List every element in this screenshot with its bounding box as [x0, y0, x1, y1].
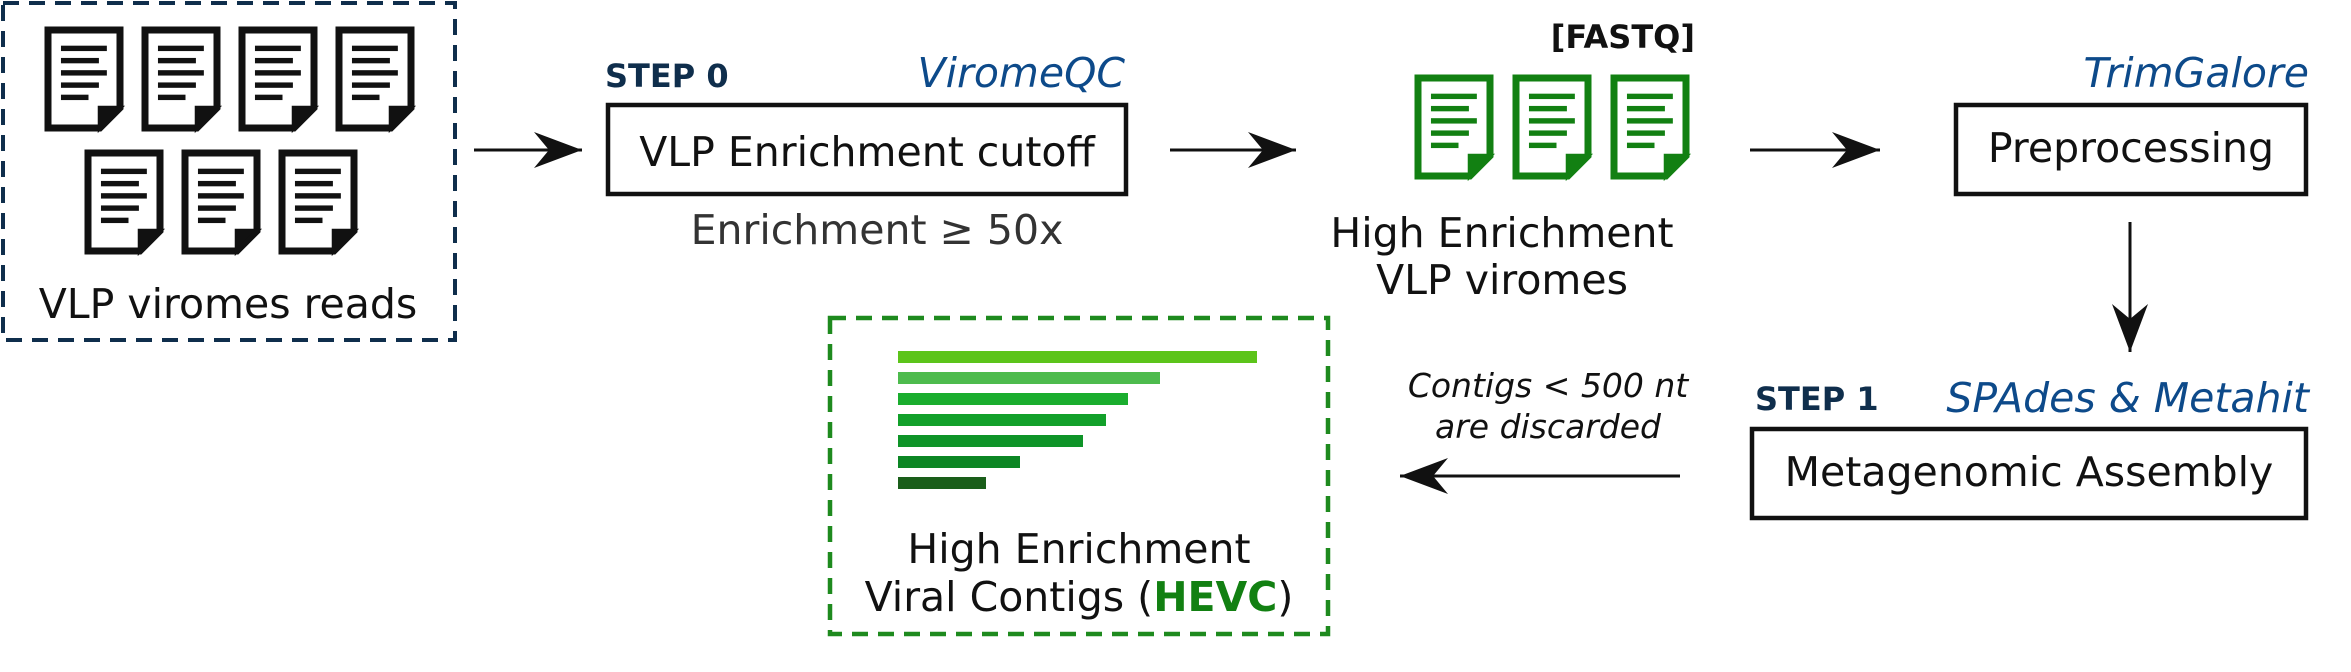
contig-bar	[898, 372, 1160, 384]
preprocessing-group: TrimGalore Preprocessing	[1953, 49, 2310, 197]
step0-criterion: Enrichment ≥ 50x	[691, 206, 1064, 254]
preprocessing-tool-label: TrimGalore	[2084, 49, 2310, 97]
output-label-suffix: )	[1277, 573, 1293, 621]
filter-note-line2: are discarded	[1435, 407, 1662, 446]
contig-bar	[898, 456, 1020, 468]
filtered-group: [FASTQ] High Enrichment VLP viromes	[1330, 18, 1695, 304]
step1-box-label: Metagenomic Assembly	[1785, 448, 2274, 496]
step1-box	[1749, 426, 2309, 521]
document-icon	[181, 149, 263, 257]
step0-group: STEP 0 ViromeQC VLP Enrichment cutoff En…	[605, 49, 1129, 254]
step0-box	[605, 102, 1129, 197]
document-icon	[1512, 74, 1594, 182]
output-label-prefix: Viral Contigs (	[865, 573, 1154, 621]
contig-bar	[898, 414, 1106, 426]
step0-box-label: VLP Enrichment cutoff	[639, 128, 1096, 176]
document-icon	[1610, 74, 1692, 182]
output-label-line1: High Enrichment	[907, 525, 1250, 573]
contig-bar	[898, 393, 1128, 405]
preprocessing-box	[1953, 102, 2309, 197]
filtered-label-line1: High Enrichment	[1330, 209, 1673, 257]
step0-step-label: STEP 0	[605, 57, 729, 95]
filter-note-group: Contigs < 500 nt are discarded	[1408, 366, 1689, 446]
document-icon	[335, 26, 417, 134]
document-icon	[84, 149, 166, 257]
contig-bar	[898, 477, 986, 489]
document-icon	[238, 26, 320, 134]
document-icon	[278, 149, 360, 257]
step1-step-label: STEP 1	[1755, 380, 1879, 418]
step1-tool-label: SPAdes & Metahit	[1946, 374, 2311, 422]
output-label-highlight: HEVC	[1153, 573, 1277, 621]
filtered-label-line2: VLP viromes	[1376, 256, 1628, 304]
preprocessing-box-label: Preprocessing	[1988, 124, 2274, 172]
output-group: High Enrichment Viral Contigs (HEVC)	[827, 315, 1331, 637]
input-frame	[1, 1, 457, 342]
step1-group: STEP 1 SPAdes & Metahit Metagenomic Asse…	[1749, 374, 2311, 521]
filtered-format-label: [FASTQ]	[1551, 18, 1695, 56]
filter-note-line1: Contigs < 500 nt	[1408, 366, 1689, 405]
document-icon	[141, 26, 223, 134]
input-label: VLP viromes reads	[39, 280, 418, 328]
filtered-documents	[1414, 74, 1692, 182]
document-icon	[1414, 74, 1496, 182]
output-label-line2: Viral Contigs (HEVC)	[865, 573, 1294, 621]
contig-bar	[898, 435, 1083, 447]
document-icon	[44, 26, 126, 134]
step0-tool-label: ViromeQC	[918, 49, 1126, 97]
contig-bar	[898, 351, 1257, 363]
input-group: VLP viromes reads	[1, 1, 457, 342]
contig-bars-icon	[898, 351, 1257, 489]
input-documents	[44, 26, 417, 257]
output-frame	[827, 315, 1331, 637]
